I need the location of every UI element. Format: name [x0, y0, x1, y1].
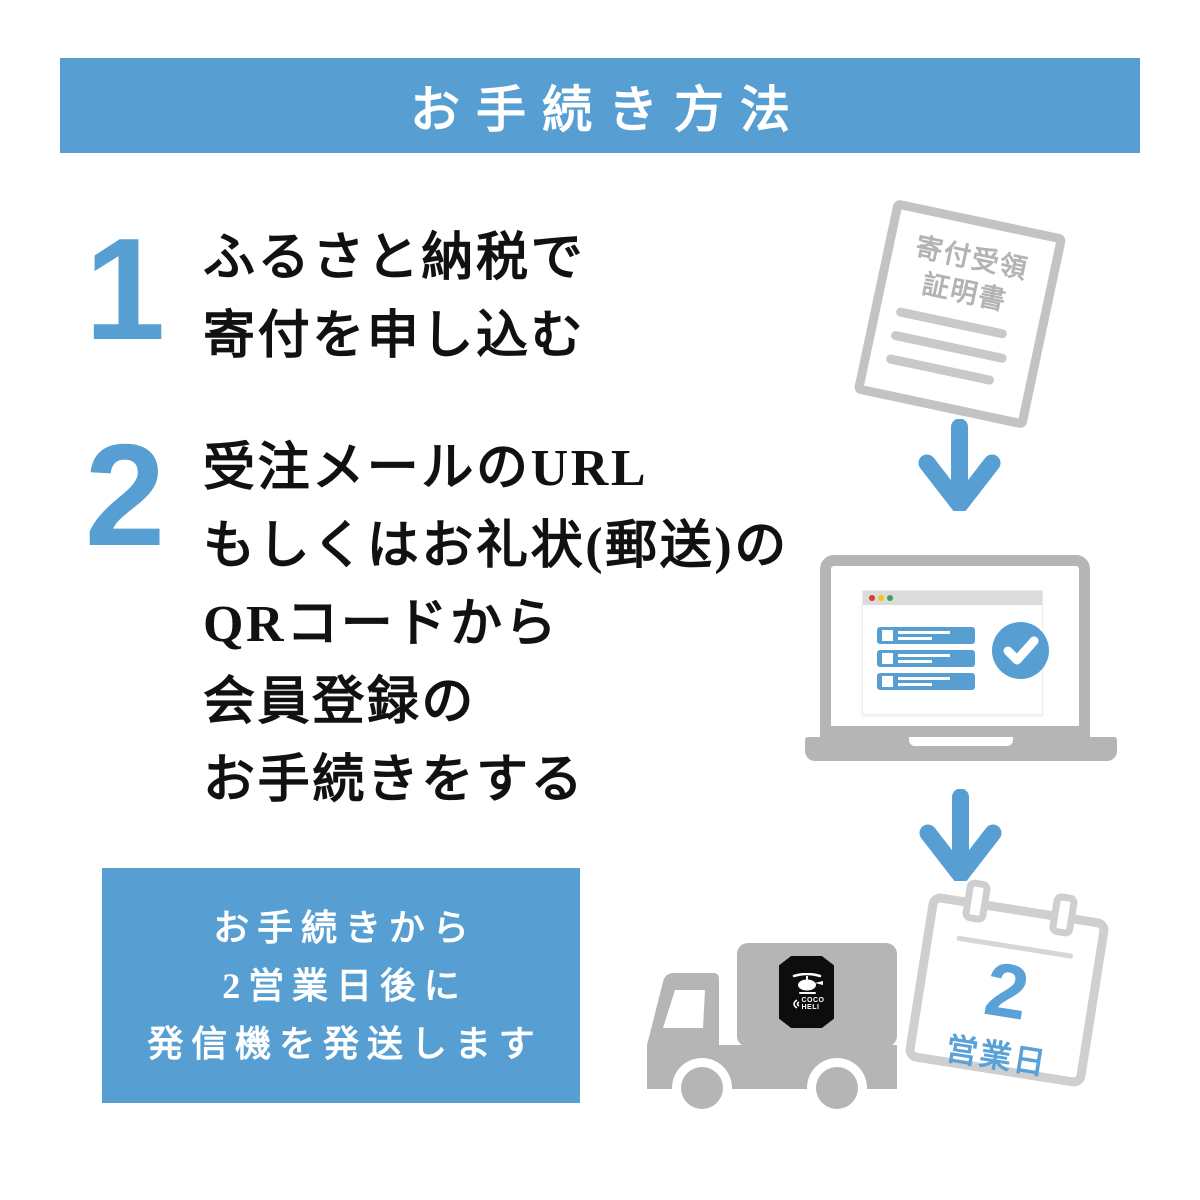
- helicopter-icon: [792, 973, 823, 994]
- step1-line2: 寄付を申し込む: [203, 308, 586, 365]
- cocoheli-device-icon: COCO HELI: [779, 956, 834, 1028]
- browser-window: [862, 590, 1049, 715]
- laptop-base: [805, 737, 1117, 761]
- note-line3: 発信機を発送します: [147, 1023, 543, 1064]
- form-row: [877, 650, 975, 667]
- down-arrow-icon: [918, 419, 1001, 511]
- signal-waves-icon: [792, 999, 799, 1009]
- step1-line1: ふるさと納税で: [203, 230, 586, 287]
- calendar-ring-icon: [961, 878, 992, 924]
- step2-number: 2: [84, 414, 166, 576]
- step1-text: ふるさと納税で 寄付を申し込む: [203, 220, 585, 376]
- header-banner: お手続き方法: [60, 58, 1140, 153]
- document-text-bar: [885, 353, 995, 386]
- step2-line5: お手続きをする: [203, 752, 586, 809]
- browser-green-dot-icon: [887, 595, 893, 601]
- step1-number: 1: [84, 208, 166, 370]
- step2-text: 受注メールのURL もしくはお礼状(郵送)の QRコードから 会員登録の お手続…: [203, 430, 789, 820]
- form-row: [877, 673, 975, 690]
- form-row: [877, 627, 975, 644]
- device-brand-line1: COCO: [801, 997, 825, 1004]
- device-brand-line2: HELI: [801, 1004, 820, 1011]
- checkmark-icon: [992, 622, 1049, 679]
- step2-line1: 受注メールのURL: [203, 440, 649, 497]
- note-line1: お手続きから: [213, 907, 477, 948]
- step2-line2: もしくはお礼状(郵送)の: [203, 518, 789, 575]
- donation-receipt-document-icon: 寄付受領 証明書: [853, 198, 1067, 430]
- browser-title-bar: [863, 591, 1042, 605]
- step2-line3: QRコードから: [203, 596, 560, 653]
- device-brand: COCO HELI: [789, 997, 825, 1011]
- calendar-icon: 2 営業日: [903, 878, 1111, 1089]
- calendar-ring-icon: [1048, 892, 1079, 938]
- down-arrow-icon: [919, 789, 1002, 881]
- document-text-bars: [882, 306, 1012, 402]
- laptop-icon: [820, 555, 1090, 737]
- page-title: お手続き方法: [410, 81, 806, 138]
- laptop-notch: [909, 737, 1013, 746]
- shipping-note-box: お手続きから 2営業日後に 発信機を発送します: [102, 868, 580, 1103]
- browser-yellow-dot-icon: [878, 595, 884, 601]
- note-line2: 2営業日後に: [222, 965, 468, 1006]
- browser-red-dot-icon: [869, 595, 875, 601]
- delivery-truck-icon: [647, 943, 897, 1118]
- step2-line4: 会員登録の: [203, 674, 477, 731]
